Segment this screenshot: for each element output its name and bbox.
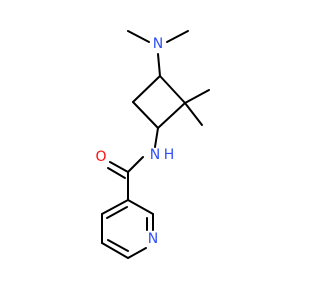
bond-pyr-1 — [101, 199, 129, 215]
bond-amide-n-carbonyl — [127, 156, 144, 173]
bond-ring-bottom-left — [132, 101, 159, 129]
bond-gem-methyl-upper — [184, 89, 210, 104]
bond-pyr-4 — [127, 247, 147, 259]
bond-ring-right-bottom — [157, 102, 186, 129]
structure-diagram: N N H O N — [95, 30, 210, 259]
bond-n-methyl-left — [127, 30, 150, 43]
bond-pyr-3-inner — [107, 239, 129, 252]
bond-gem-methyl-lower — [184, 102, 203, 126]
atom-label-amide-h: H — [164, 147, 175, 163]
bond-carbonyl-double-b — [107, 167, 126, 179]
atom-label-pyridine-n: N — [148, 231, 158, 247]
bond-pyr-1-inner — [106, 206, 128, 219]
bond-ring-left-top — [132, 75, 161, 103]
atom-label-amide-n: N — [150, 147, 160, 163]
atom-label-dimethylamino-n: N — [153, 36, 163, 52]
bond-pyr-6 — [127, 199, 154, 215]
bond-n-ring-carbon — [157, 53, 161, 77]
bond-ring-top-right — [159, 75, 186, 104]
bond-ring-amide-n — [154, 127, 159, 148]
bond-carbonyl-double-a — [109, 161, 129, 173]
atom-label-carbonyl-o: O — [95, 149, 106, 165]
bond-pyr-3 — [101, 242, 129, 259]
bond-n-methyl-right — [166, 30, 189, 43]
